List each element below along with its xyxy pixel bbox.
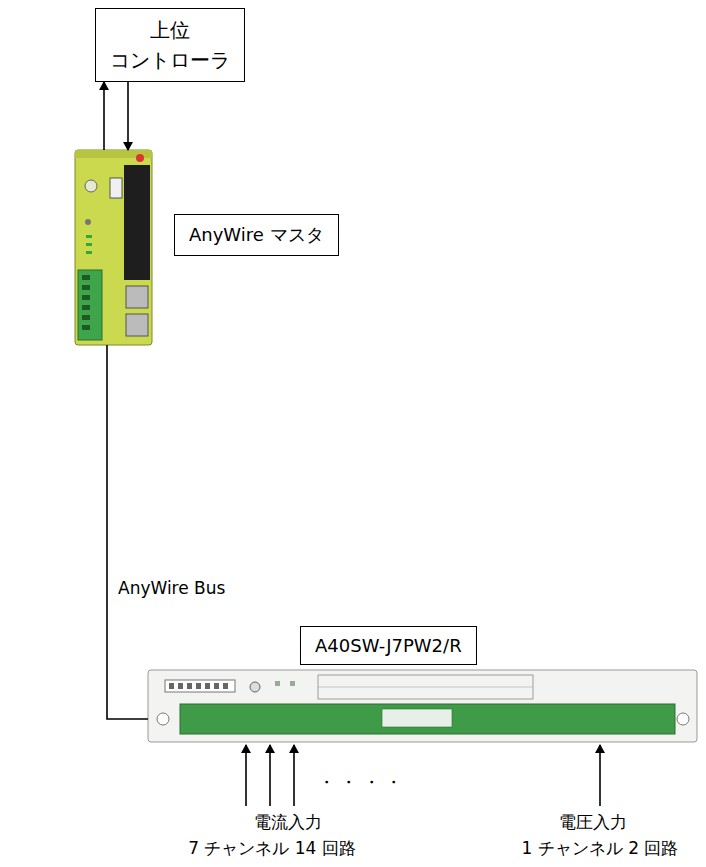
input-arrows [246, 745, 600, 806]
ellipsis-dots: ・ ・ ・ ・ [318, 772, 402, 793]
master-unit-illustration [75, 150, 152, 345]
bus-line [107, 345, 148, 719]
terminal-unit: A40SW-J7PW2/R [148, 670, 697, 742]
bus-label: AnyWire Bus [116, 578, 227, 599]
signal-name: 電圧入力 [559, 812, 627, 833]
channel-note: 7 チャンネル 14 回路 [188, 838, 356, 859]
signal-name: 電流入力 [254, 812, 322, 833]
signal-arrow [103, 82, 105, 150]
master-unit: AnyWire マスタ [75, 150, 152, 345]
unit-name-tag: AnyWire マスタ [174, 214, 339, 256]
channel-note: 1 チャンネル 2 回路 [522, 838, 679, 859]
signal-arrow [127, 82, 129, 150]
box-label: 上位 コントローラ [104, 15, 236, 75]
unit-name-tag: A40SW-J7PW2/R [300, 626, 477, 665]
terminal-unit-illustration [148, 670, 697, 742]
controller-box: 上位 コントローラ [95, 8, 245, 82]
